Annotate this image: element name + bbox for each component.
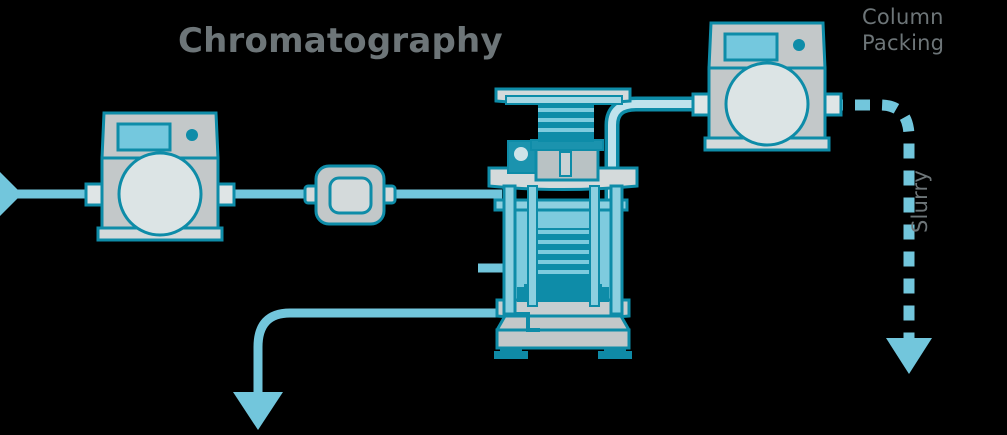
slurry-dashed-line — [828, 99, 915, 340]
outlet-pipe — [253, 308, 500, 400]
slurry-label: Slurry — [908, 169, 932, 233]
inline-filter[interactable] — [303, 164, 397, 226]
column-support-posts — [502, 184, 624, 316]
column-mid-rail — [493, 198, 629, 212]
column-packing-label-line2: Packing — [862, 31, 945, 55]
packing-pump-indicator-dot — [793, 39, 805, 51]
page-title: Chromatography — [178, 21, 503, 61]
column-lower-piston-plate — [517, 287, 609, 302]
packing-pump[interactable] — [691, 21, 843, 152]
inlet-arrowhead — [0, 172, 22, 216]
feed-pump-indicator-dot — [186, 129, 198, 141]
inline-filter-inner-panel — [328, 176, 373, 215]
slurry-arrowhead — [886, 338, 932, 374]
column-foot-left-pad — [494, 351, 528, 359]
column-foot-right-pad — [598, 351, 632, 359]
column-base-outlet-nub — [512, 312, 540, 332]
outlet-arrowhead — [233, 392, 283, 430]
column-head-slot — [559, 151, 572, 177]
column-control-knob[interactable] — [514, 147, 528, 161]
packing-pump-rotor-window — [724, 61, 810, 147]
chromatography-column[interactable] — [487, 87, 639, 359]
column-top-plate-cap — [505, 95, 623, 105]
feed-pump-display-panel[interactable] — [116, 122, 172, 152]
feed-pump[interactable] — [84, 111, 236, 242]
column-base-lower — [495, 328, 631, 350]
feed-pump-rotor-window — [117, 151, 203, 237]
column-to-pump-tube — [604, 96, 718, 205]
packing-pump-display-panel[interactable] — [723, 32, 779, 62]
column-lower-piston-ribs — [524, 228, 602, 294]
column-packing-label-line1: Column — [862, 5, 944, 29]
